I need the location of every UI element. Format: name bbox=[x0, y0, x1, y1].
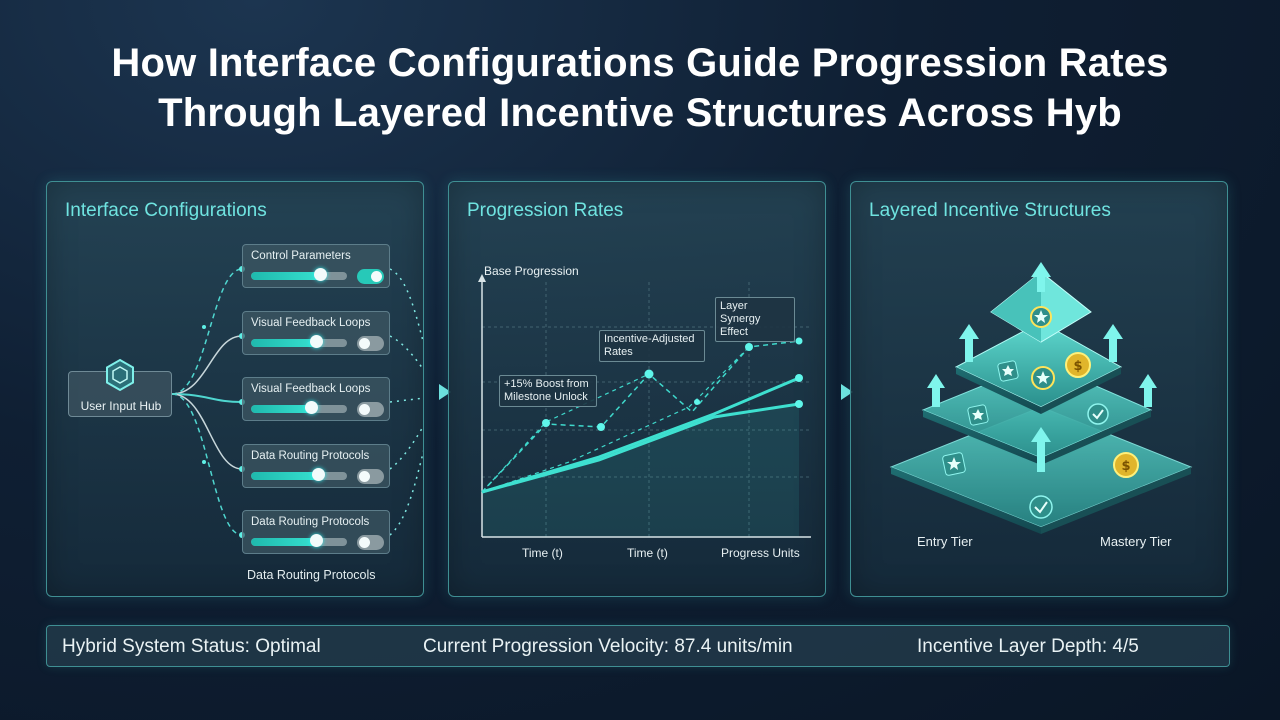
control-card: Control Parameters bbox=[242, 244, 390, 288]
chevron-right-icon bbox=[841, 384, 853, 400]
x-tick-label-1: Time (t) bbox=[522, 546, 563, 560]
slider-fill bbox=[251, 538, 317, 546]
status-bar: Hybrid System Status: Optimal Current Pr… bbox=[46, 625, 1230, 667]
level-slider[interactable] bbox=[251, 405, 347, 413]
control-card-label: Data Routing Protocols bbox=[251, 516, 370, 528]
level-slider[interactable] bbox=[251, 339, 347, 347]
toggle-dot bbox=[359, 537, 370, 548]
system-status: Hybrid System Status: Optimal bbox=[62, 636, 321, 657]
slider-fill bbox=[251, 405, 311, 413]
slider-knob[interactable] bbox=[310, 534, 324, 547]
entry-tier-label: Entry Tier bbox=[917, 534, 973, 549]
title-line-2: Through Layered Incentive Structures Acr… bbox=[158, 91, 1122, 135]
title-line-1: How Interface Configurations Guide Progr… bbox=[111, 41, 1169, 85]
toggle-switch[interactable] bbox=[357, 402, 384, 417]
level-slider[interactable] bbox=[251, 538, 347, 546]
slider-knob[interactable] bbox=[310, 335, 324, 348]
x-tick-label-3: Progress Units bbox=[721, 546, 800, 560]
slider-knob[interactable] bbox=[314, 268, 328, 281]
svg-text:$: $ bbox=[1121, 459, 1130, 474]
panel-title-interface: Interface Configurations bbox=[65, 200, 267, 221]
level-slider[interactable] bbox=[251, 272, 347, 280]
svg-text:$: $ bbox=[1073, 359, 1082, 374]
control-card: Visual Feedback Loops bbox=[242, 377, 390, 421]
incentive-layer-depth: Incentive Layer Depth: 4/5 bbox=[917, 636, 1139, 657]
toggle-dot bbox=[371, 271, 382, 282]
slider-knob[interactable] bbox=[312, 468, 326, 481]
annotation-incentive: Incentive-Adjusted Rates bbox=[599, 330, 705, 362]
control-card: Data Routing Protocols bbox=[242, 510, 390, 554]
slider-fill bbox=[251, 339, 317, 347]
user-input-hub[interactable]: User Input Hub bbox=[68, 358, 172, 417]
toggle-switch[interactable] bbox=[357, 269, 384, 284]
x-tick-label-2: Time (t) bbox=[627, 546, 668, 560]
progression-velocity: Current Progression Velocity: 87.4 units… bbox=[423, 636, 793, 657]
hub-label: User Input Hub bbox=[80, 399, 162, 413]
toggle-dot bbox=[359, 404, 370, 415]
toggle-switch[interactable] bbox=[357, 535, 384, 550]
toggle-switch[interactable] bbox=[357, 336, 384, 351]
hexagon-icon bbox=[106, 358, 134, 392]
layered-incentive-panel: Layered Incentive Structures bbox=[850, 181, 1228, 597]
control-card-label: Data Routing Protocols bbox=[251, 450, 370, 462]
annotation-synergy: Layer Synergy Effect bbox=[715, 297, 795, 342]
incentive-pyramid: $ $ bbox=[889, 262, 1193, 534]
progression-rates-panel: Progression Rates bbox=[448, 181, 826, 597]
interface-configurations-panel: Interface Configurations User Input Hub … bbox=[46, 181, 424, 597]
y-axis-label: Base Progression bbox=[484, 264, 579, 278]
control-card: Visual Feedback Loops bbox=[242, 311, 390, 355]
page-title: How Interface Configurations Guide Progr… bbox=[0, 38, 1280, 138]
toggle-dot bbox=[359, 338, 370, 349]
progression-chart bbox=[478, 274, 811, 538]
mastery-tier-label: Mastery Tier bbox=[1100, 534, 1172, 549]
control-card-label: Visual Feedback Loops bbox=[251, 383, 371, 395]
control-card-label: Control Parameters bbox=[251, 250, 351, 262]
panel-title-progression: Progression Rates bbox=[467, 200, 624, 221]
level-slider[interactable] bbox=[251, 472, 347, 480]
chevron-right-icon bbox=[439, 384, 451, 400]
panel-title-incentive: Layered Incentive Structures bbox=[869, 200, 1111, 221]
toggle-dot bbox=[359, 471, 370, 482]
slider-knob[interactable] bbox=[304, 401, 318, 414]
slider-fill bbox=[251, 472, 319, 480]
slider-fill bbox=[251, 272, 321, 280]
control-card: Data Routing Protocols bbox=[242, 444, 390, 488]
bottom-label: Data Routing Protocols bbox=[247, 568, 376, 582]
toggle-switch[interactable] bbox=[357, 469, 384, 484]
annotation-boost: +15% Boost from Milestone Unlock bbox=[499, 375, 597, 407]
control-card-label: Visual Feedback Loops bbox=[251, 317, 371, 329]
